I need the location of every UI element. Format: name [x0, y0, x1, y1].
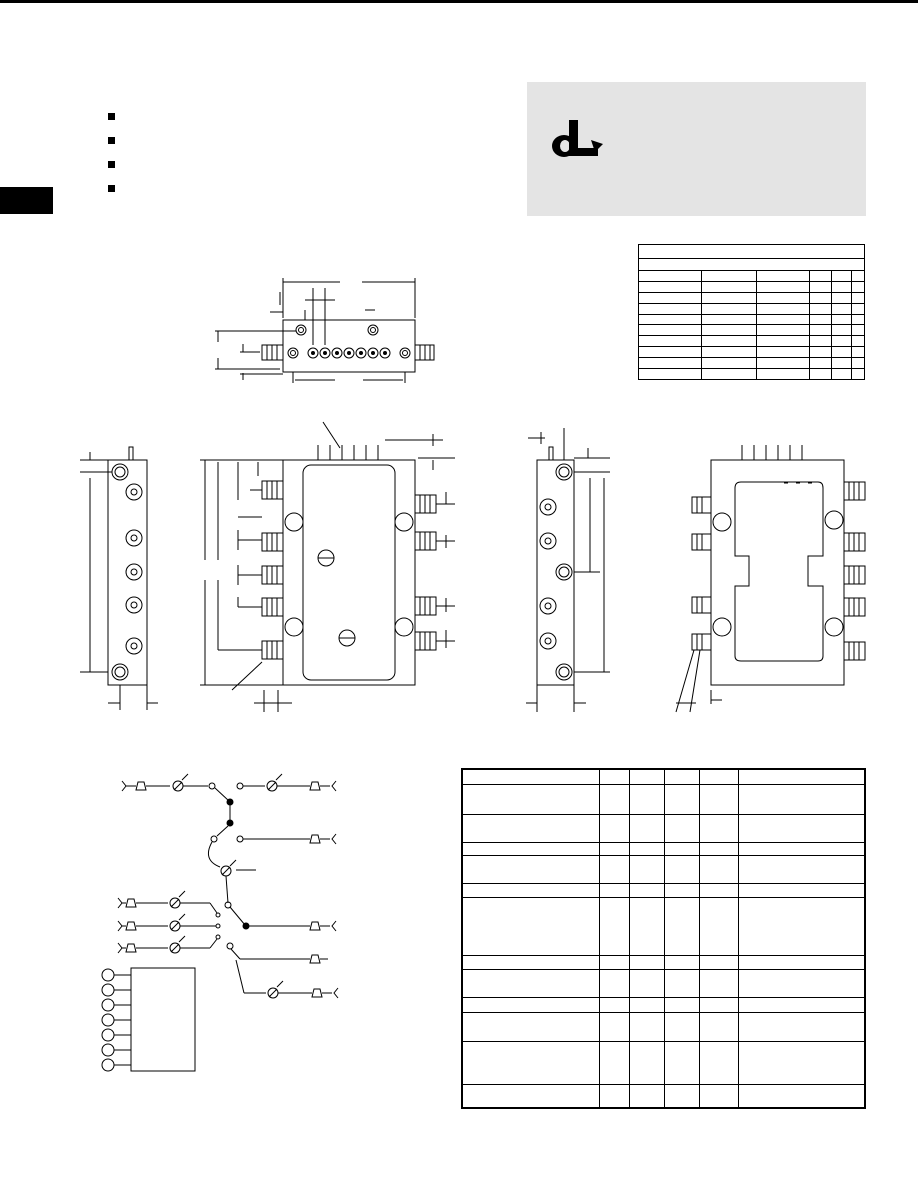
back-view-drawing	[675, 445, 866, 713]
bullet-marker	[108, 113, 115, 120]
dl-logo-icon	[552, 120, 603, 157]
bullet-marker	[108, 137, 115, 144]
section-tab	[0, 187, 53, 214]
bullet-marker	[108, 185, 115, 192]
top-view-drawing	[215, 278, 435, 383]
table-cell	[638, 258, 865, 271]
spec-table-small	[638, 244, 865, 380]
spec-table-large	[461, 768, 866, 1109]
logo-panel	[527, 82, 866, 216]
schematic-diagram	[101, 773, 339, 1072]
left-side-view-drawing	[80, 446, 158, 710]
right-side-view-drawing	[526, 428, 610, 712]
bullet-marker	[108, 161, 115, 168]
feature-bullets	[108, 113, 115, 209]
front-view-drawing	[200, 421, 455, 712]
top-rule	[0, 0, 918, 3]
